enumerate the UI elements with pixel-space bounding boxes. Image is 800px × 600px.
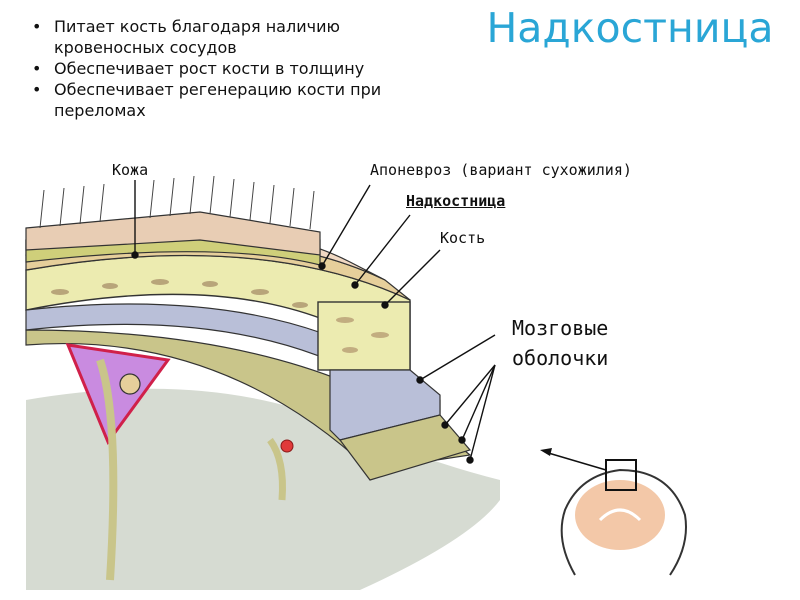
hair-strands (39, 175, 315, 230)
bullet-item-growth: Обеспечивает рост кости в толщину (28, 58, 408, 79)
bullet-list: Питает кость благодаря наличию кровеносн… (28, 16, 408, 121)
skin-layer (25, 211, 321, 256)
head-inset-icon (540, 448, 687, 576)
bullet-item-regeneration: Обеспечивает регенерацию кости при перел… (28, 79, 408, 121)
falx (96, 358, 118, 581)
sagittal-sinus (65, 343, 171, 446)
label-periosteum: Надкостница (406, 192, 506, 210)
brain-region (26, 388, 500, 590)
blood-vessel (280, 439, 294, 453)
arachnoid-granulation (119, 373, 141, 395)
label-meninges-line2: оболочки (512, 346, 609, 370)
label-bone: Кость (440, 229, 486, 247)
bullet-item-nutrition: Питает кость благодаря наличию кровеносн… (28, 16, 408, 58)
label-pointers (131, 180, 496, 464)
page-title: Надкостница (486, 4, 774, 52)
label-aponeurosis: Апоневроз (вариант сухожилия) (370, 161, 632, 179)
zoom-box (605, 459, 637, 491)
sulcus (267, 437, 286, 501)
arachnoid-block-face (338, 414, 472, 481)
label-meninges-line1: Мозговые (512, 316, 609, 340)
label-skin: Кожа (112, 161, 149, 179)
bone-block-face (317, 301, 411, 371)
